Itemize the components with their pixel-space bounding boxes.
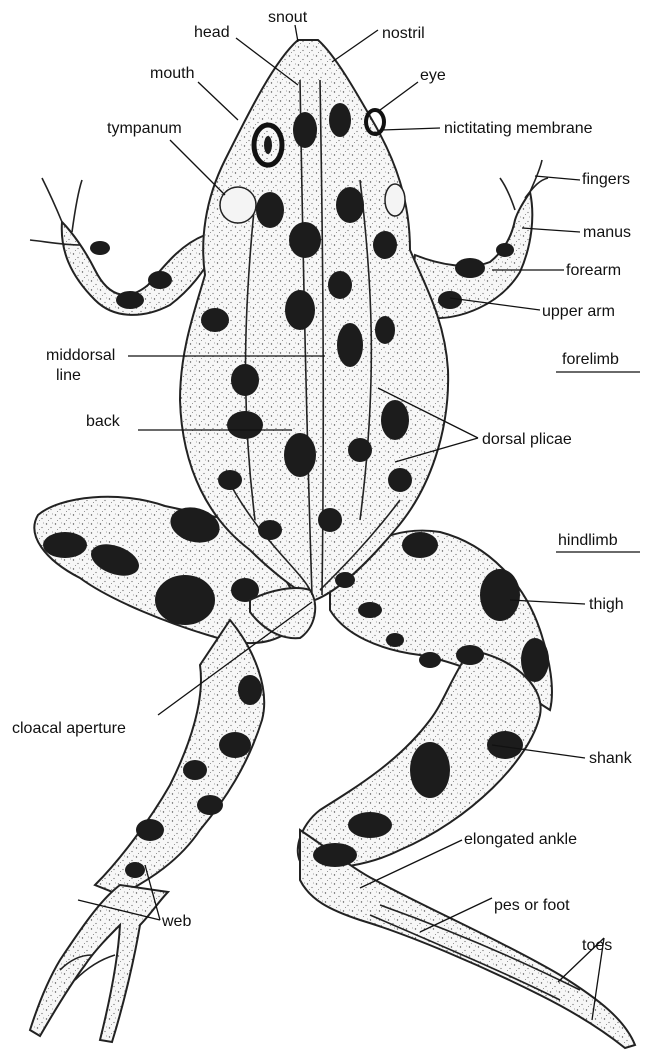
upper-arm-label: upper arm bbox=[542, 303, 615, 320]
forearm-label: forearm bbox=[566, 262, 621, 279]
hindlimb-label: hindlimb bbox=[558, 532, 618, 549]
thigh-label: thigh bbox=[589, 596, 624, 613]
forelimb-label: forelimb bbox=[562, 351, 619, 368]
nictitating-membrane-leader bbox=[382, 128, 440, 130]
fingers-leader bbox=[535, 176, 580, 180]
snout-leader bbox=[295, 25, 298, 42]
nostril-label: nostril bbox=[382, 25, 425, 42]
mouth-leader bbox=[198, 82, 238, 120]
tympanum-label: tympanum bbox=[107, 120, 182, 137]
left-forelimb bbox=[30, 178, 212, 315]
dorsal-plicae-label: dorsal plicae bbox=[482, 431, 572, 448]
pes-or-foot-label: pes or foot bbox=[494, 897, 570, 914]
right-forelimb bbox=[414, 160, 548, 318]
right-hindlimb bbox=[298, 531, 635, 1048]
nictitating-membrane-label: nictitating membrane bbox=[444, 120, 593, 137]
shank-label: shank bbox=[589, 750, 633, 767]
back-label: back bbox=[86, 413, 121, 430]
eye-label: eye bbox=[420, 67, 446, 84]
manus-label: manus bbox=[583, 224, 631, 241]
cloacal-aperture-label: cloacal aperture bbox=[12, 720, 126, 737]
middorsal-label-line2: line bbox=[56, 367, 81, 384]
tympanum-leader bbox=[170, 140, 225, 195]
eye-leader bbox=[380, 82, 418, 110]
fingers-label: fingers bbox=[582, 171, 630, 188]
middorsal-label-line1: middorsal bbox=[46, 347, 115, 364]
mouth-label: mouth bbox=[150, 65, 194, 82]
elongated-ankle-label: elongated ankle bbox=[464, 831, 577, 848]
snout-label: snout bbox=[268, 9, 308, 26]
head-label: head bbox=[194, 24, 230, 41]
nostril-leader bbox=[332, 30, 378, 62]
web-label: web bbox=[161, 913, 191, 930]
left-hindlimb bbox=[30, 497, 300, 1042]
toes-label: toes bbox=[582, 937, 612, 954]
